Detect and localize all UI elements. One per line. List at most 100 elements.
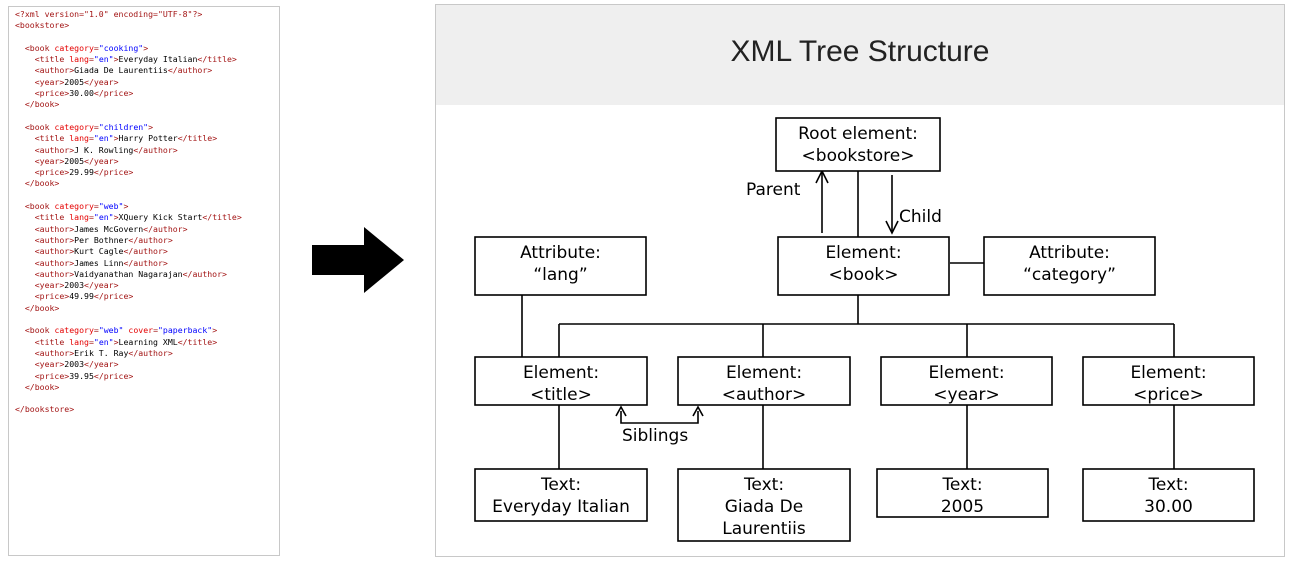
code-line: <title lang="en">XQuery Kick Start</titl…: [15, 212, 279, 223]
author-element-node-label: <author>: [722, 385, 807, 405]
code-token-tag: </author>: [133, 144, 178, 155]
code-line: <book category="web" cover="paperback">: [15, 325, 279, 336]
diagram-title: XML Tree Structure: [730, 35, 990, 68]
code-line: <author>J K. Rowling</author>: [15, 145, 279, 156]
code-line: <author>Per Bothner</author>: [15, 235, 279, 246]
code-token-text: [15, 88, 35, 98]
title-element-node: [474, 356, 648, 406]
code-line: <year>2005</year>: [15, 156, 279, 167]
category-attribute-node-label: “category”: [1023, 265, 1116, 285]
code-token-tag: =: [88, 133, 94, 144]
code-token-text: [15, 201, 25, 211]
code-token-text: [15, 269, 35, 279]
code-line: <author>Giada De Laurentiis</author>: [15, 65, 279, 76]
price-text-node: [1082, 468, 1255, 522]
code-token-text: [15, 65, 35, 75]
code-token-tag: <author>: [34, 246, 75, 257]
lang-attribute-node: [474, 236, 647, 296]
code-token-val: "web": [98, 201, 124, 212]
code-token-text: 2003: [64, 280, 85, 291]
code-token-val: "en": [93, 212, 114, 223]
code-line: </book>: [15, 178, 279, 189]
book-element-node-label: Element:: [825, 243, 901, 263]
code-token-attr: lang: [69, 133, 89, 144]
code-token-tag: =: [153, 325, 158, 336]
code-token-text: [15, 212, 35, 222]
year-text-node: [876, 468, 1049, 518]
code-line: </bookstore>: [15, 404, 279, 415]
code-token-text: [15, 348, 35, 358]
code-token-attr: lang: [69, 212, 89, 223]
code-line: </book>: [15, 382, 279, 393]
code-token-tag: </author>: [143, 223, 188, 234]
root-element-node: [775, 117, 941, 172]
code-token-text: [15, 54, 35, 64]
code-token-val: "en": [93, 336, 114, 347]
code-token-text: [15, 382, 25, 392]
code-token-text: 2005: [64, 76, 85, 87]
code-token-tag: >: [113, 336, 119, 347]
code-token-text: Learning XML: [118, 336, 178, 347]
book-element-node-label: <book>: [829, 265, 899, 285]
code-token-tag: </price>: [93, 88, 134, 99]
code-token-text: [15, 359, 35, 369]
code-token-tag: <author>: [34, 144, 75, 155]
code-token-tag: =: [93, 325, 99, 336]
code-token-text: 30.00: [69, 88, 94, 99]
price-element-node-label: Element:: [1130, 363, 1206, 383]
price-text-node-label: Text:: [1147, 475, 1188, 495]
code-token-tag: </price>: [93, 167, 134, 178]
code-token-text: Harry Potter: [118, 133, 178, 144]
code-token-text: 2005: [64, 155, 85, 166]
code-line: <year>2003</year>: [15, 359, 279, 370]
code-token-text: 29.99: [69, 167, 94, 178]
code-token-tag: </title>: [197, 54, 237, 65]
code-token-text: [15, 235, 35, 245]
siblings-bracket: [620, 411, 699, 424]
code-line: <title lang="en">Learning XML</title>: [15, 337, 279, 348]
author-text-node: [677, 468, 851, 542]
code-token-tag: <year>: [34, 155, 65, 166]
author-text-node-label: Laurentiis: [722, 519, 806, 539]
code-token-tag: >: [212, 325, 218, 336]
code-token-tag: </year>: [84, 155, 119, 166]
code-line: <year>2003</year>: [15, 280, 279, 291]
code-line: <title lang="en">Everyday Italian</title…: [15, 54, 279, 65]
code-token-attr: category: [54, 325, 94, 336]
siblings-arrow-right: [692, 405, 704, 417]
code-token-tag: <book: [24, 201, 55, 212]
price-element-node: [1082, 356, 1255, 406]
code-token-tag: =: [88, 54, 94, 65]
code-token-tag: >: [113, 212, 119, 223]
category-attribute-node-label: Attribute:: [1029, 243, 1110, 263]
year-text-node-label: Text:: [941, 475, 982, 495]
code-token-text: [15, 145, 35, 155]
code-token-text: [15, 167, 35, 177]
xml-code-panel: <?xml version="1.0" encoding="UTF-8"?><b…: [8, 6, 280, 556]
code-line: </book>: [15, 99, 279, 110]
code-token-decl: <?xml version="1.0" encoding="UTF-8"?>: [15, 9, 203, 19]
code-token-tag: <title: [34, 133, 70, 144]
code-token-tag: <price>: [34, 167, 70, 178]
code-token-tag: <bookstore>: [15, 20, 70, 31]
year-element-node: [880, 356, 1053, 406]
code-token-tag: <author>: [34, 65, 75, 76]
code-token-tag: <book: [24, 42, 55, 53]
code-line: [15, 111, 279, 122]
code-token-val: "web": [98, 325, 124, 336]
code-token-text: 39.95: [69, 370, 94, 381]
code-line: <bookstore>: [15, 20, 279, 31]
diagram-header: XML Tree Structure: [436, 5, 1284, 105]
code-token-tag: >: [113, 54, 119, 65]
code-token-tag: >: [113, 133, 119, 144]
code-token-tag: </book>: [24, 381, 60, 392]
title-text-node: [474, 468, 648, 522]
code-token-tag: <year>: [34, 280, 65, 291]
code-token-tag: </title>: [177, 336, 218, 347]
child-arrow-head: [885, 220, 899, 235]
code-token-tag: =: [93, 201, 99, 212]
code-token-text: James McGovern: [74, 223, 144, 234]
code-token-text: J K. Rowling: [74, 144, 134, 155]
year-text-node-label: 2005: [941, 497, 984, 517]
code-token-tag: =: [93, 121, 99, 132]
